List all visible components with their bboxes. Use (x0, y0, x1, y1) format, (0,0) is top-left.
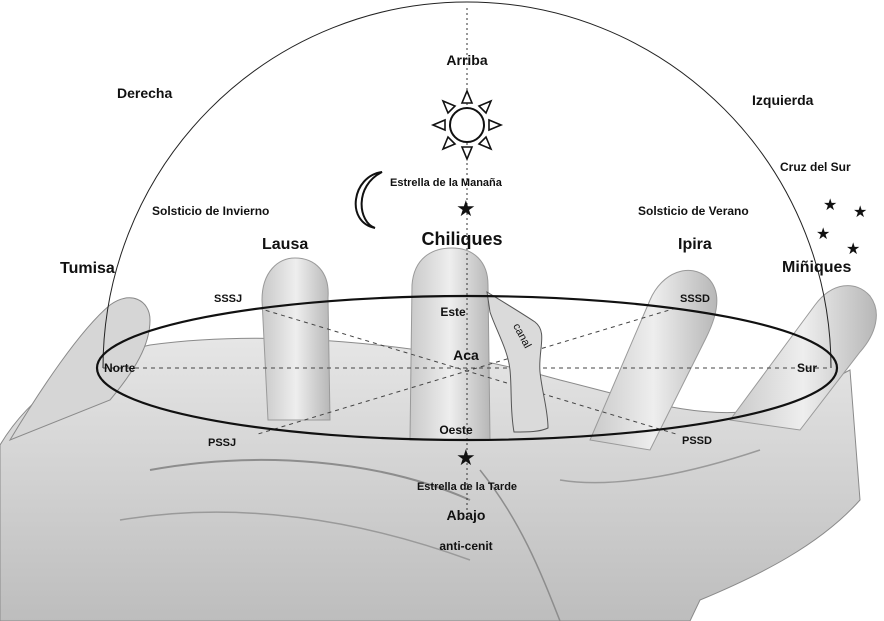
label-anti-cenit: anti-cenit (439, 540, 492, 552)
sun-icon (433, 91, 501, 159)
label-sssd: SSSD (680, 294, 710, 305)
label-lausa: Lausa (262, 237, 308, 253)
label-pssd: PSSD (682, 436, 712, 447)
label-estrella-manana: Estrella de la Manaña (390, 178, 502, 189)
evening-star-icon: ★ (456, 447, 476, 469)
star-icon: ★ (816, 227, 830, 243)
label-pssj: PSSJ (208, 438, 236, 449)
star-icon: ★ (846, 242, 860, 258)
label-estrella-tarde: Estrella de la Tarde (417, 482, 517, 493)
label-miniques: Miñiques (782, 260, 851, 276)
label-cruz-del-sur: Cruz del Sur (780, 161, 851, 173)
label-arriba: Arriba (446, 53, 487, 67)
hand-image (0, 248, 876, 621)
label-ipira: Ipira (678, 237, 712, 253)
moon-icon (356, 172, 382, 228)
label-sur: Sur (797, 362, 817, 374)
star-icon: ★ (823, 198, 837, 214)
star-icon: ★ (853, 205, 867, 221)
label-este: Este (440, 306, 465, 318)
label-norte: Norte (104, 362, 135, 374)
label-oeste: Oeste (439, 424, 472, 436)
label-solsticio-verano: Solsticio de Verano (638, 205, 749, 217)
morning-star-icon: ★ (456, 198, 476, 220)
label-aca: Aca (453, 348, 479, 362)
label-chiliques: Chiliques (421, 230, 502, 248)
label-solsticio-invierno: Solsticio de Invierno (152, 205, 269, 217)
label-abajo: Abajo (447, 508, 486, 522)
label-izquierda: Izquierda (752, 93, 813, 107)
label-derecha: Derecha (117, 86, 172, 100)
label-sssj: SSSJ (214, 294, 242, 305)
label-tumisa: Tumisa (60, 261, 115, 277)
